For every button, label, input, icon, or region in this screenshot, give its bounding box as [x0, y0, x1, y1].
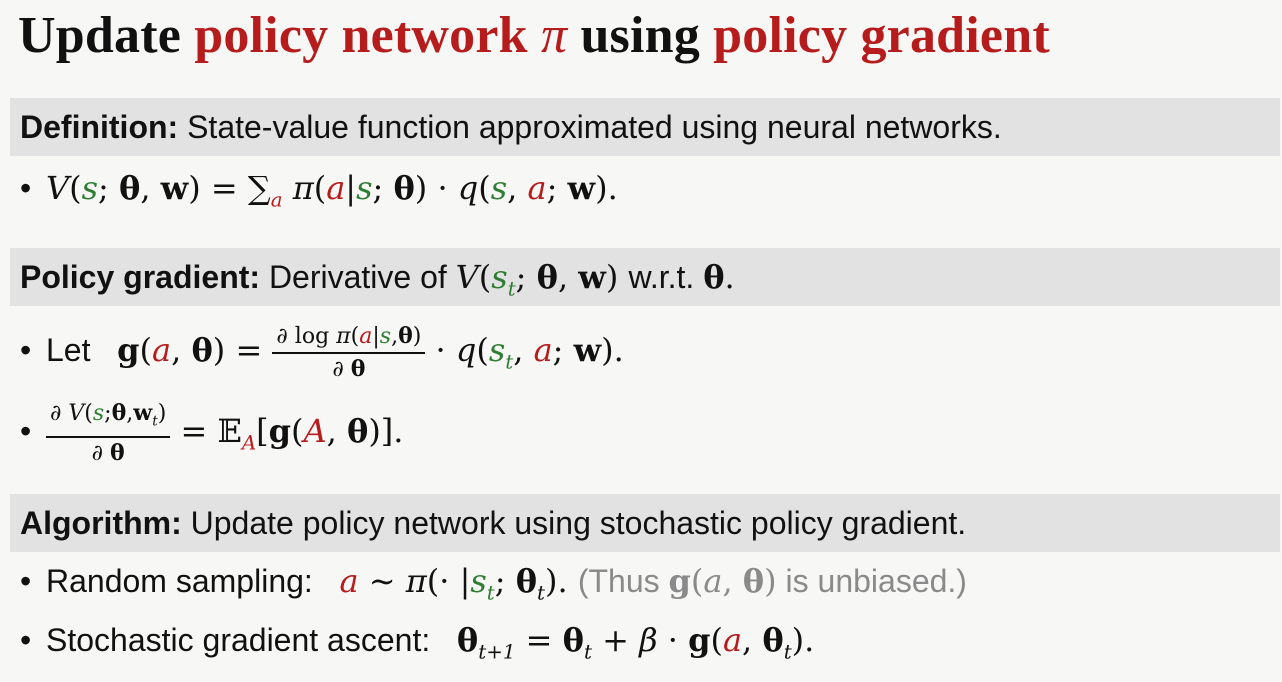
- title-part-1: Update: [18, 7, 195, 64]
- unbiased-note-close: is unbiased.): [776, 563, 967, 599]
- algorithm-text: Update policy network using stochastic p…: [181, 505, 967, 541]
- gradient-ascent-line: •Stochastic gradient ascent: θt+1 = θt +…: [20, 621, 815, 664]
- random-sampling-line: •Random sampling: a ∼ π(· |st; θt). (Thu…: [20, 562, 967, 605]
- policy-gradient-band: [10, 248, 1280, 306]
- title-policy-network: policy network: [194, 7, 528, 64]
- slide-title: Update policy network π using policy gra…: [18, 6, 1050, 66]
- gradient-fraction: ∂ log π(a|s,θ)∂ θ: [272, 323, 426, 383]
- definition-text: State-value function approximated using …: [178, 109, 1002, 145]
- gradient-ascent-label: Stochastic gradient ascent:: [46, 622, 431, 658]
- expectation-formula: •∂ V(s;θ,wt)∂ θ = 𝔼A[g(A, θ)].: [20, 400, 404, 467]
- bullet: •: [20, 170, 32, 206]
- algorithm-band: [10, 494, 1280, 552]
- let-label: Let: [46, 332, 91, 368]
- title-policy-gradient: policy gradient: [713, 7, 1050, 64]
- let-formula: •Let g(a, θ) = ∂ log π(a|s,θ)∂ θ · q(st,…: [20, 322, 624, 383]
- policy-gradient-heading: Policy gradient: Derivative of V(st; θ, …: [20, 258, 735, 301]
- policy-gradient-label: Policy gradient:: [20, 259, 261, 295]
- value-derivative-fraction: ∂ V(s;θ,wt)∂ θ: [46, 400, 171, 467]
- definition-heading: Definition: State-value function approxi…: [20, 107, 1002, 147]
- unbiased-note-open: (Thus: [577, 563, 669, 599]
- title-pi: π: [527, 7, 581, 64]
- random-sampling-label: Random sampling:: [46, 563, 313, 599]
- algorithm-label: Algorithm:: [20, 505, 182, 541]
- definition-band: [10, 98, 1280, 156]
- policy-gradient-text-after: w.r.t.: [628, 259, 704, 295]
- policy-gradient-text-before: Derivative of: [260, 259, 456, 295]
- algorithm-heading: Algorithm: Update policy network using s…: [20, 503, 966, 543]
- title-using: using: [580, 7, 714, 64]
- definition-formula: •V(s; θ, w) = ∑a π(a|s; θ) · q(s, a; w).: [20, 169, 618, 212]
- definition-label: Definition:: [20, 109, 179, 145]
